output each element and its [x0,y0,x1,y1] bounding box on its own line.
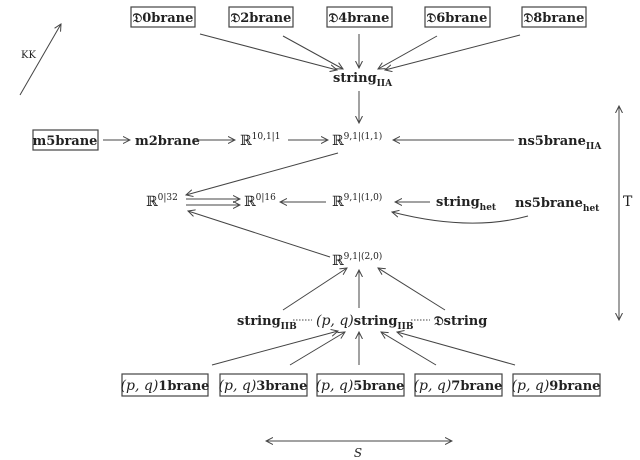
pq1brane-node: (p, q)1brane [121,373,210,397]
svg-text:(p, q)1brane: (p, q)1brane [121,378,210,394]
edge-d0-string [199,33,337,70]
pq-string-node: (p, q)stringIIB [316,313,414,332]
r11-node: ℝ9,1|(1,1) [332,131,382,149]
svg-text:(p, q)5brane: (p, q)5brane [316,378,405,394]
edge-pq3-pqstring [289,332,345,366]
edge-pq7-pqstring [381,332,437,366]
ns5-het-node: ns5branehet [515,196,600,214]
svg-text:stringIIA: stringIIA [333,71,393,89]
edge-pq1-pqstring [211,331,338,366]
m5brane-node: m5brane [32,129,99,151]
svg-text:(p, q)3brane: (p, q)3brane [219,378,308,394]
d6brane-node: 𝔇6brane [424,6,491,28]
r20-node: ℝ9,1|(2,0) [332,251,382,269]
pq7brane-node: (p, q)7brane [414,373,503,397]
string-het-node: stringhet [436,195,497,213]
edge-r11-r032 [186,152,339,195]
svg-text:𝔇6brane: 𝔇6brane [427,11,488,26]
edge-d2-string [282,35,343,69]
d4brane-node: 𝔇4brane [326,6,393,28]
svg-text:𝔇2brane: 𝔇2brane [231,11,292,26]
pq9brane-node: (p, q)9brane [512,373,601,397]
d2brane-node: 𝔇2brane [228,6,294,28]
r10het-node: ℝ9,1|(1,0) [332,192,382,210]
svg-text:𝔇0brane: 𝔇0brane [133,11,194,26]
kk-arrow [19,24,61,96]
edge-stringiib-r20 [282,268,347,311]
string-iia-node: stringIIA [333,71,393,89]
edge-d8-string [385,34,521,70]
ns5-iia-node: ns5braneIIA [518,134,602,152]
svg-text:m5brane: m5brane [33,134,98,149]
d8brane-node: 𝔇8brane [521,6,587,28]
kk-label: KK [21,50,36,61]
edge-pq9-pqstring [397,332,516,366]
edge-dstring-r20 [378,268,446,311]
s-label: S [354,446,362,460]
svg-text:(p, q)7brane: (p, q)7brane [414,378,503,394]
m2brane-node: m2brane [135,134,200,149]
pq5brane-node: (p, q)5brane [316,373,405,397]
pq3brane-node: (p, q)3brane [219,373,308,397]
svg-text:𝔇4brane: 𝔇4brane [329,11,390,26]
string-iib-node: stringIIB [237,314,297,332]
edge-ns5het-r10het [392,212,529,224]
t-label: T [623,194,633,210]
edge-r20-r032 [188,211,331,258]
svg-text:(p, q)9brane: (p, q)9brane [512,378,601,394]
r016-node: ℝ0|16 [244,193,276,210]
dstring-node: 𝔇string [434,314,487,329]
r032-node: ℝ0|32 [146,193,178,210]
edge-d6-string [378,35,438,69]
d0brane-node: 𝔇0brane [130,6,196,28]
svg-text:𝔇8brane: 𝔇8brane [524,11,585,26]
r10-node: ℝ10,1|1 [240,132,280,149]
